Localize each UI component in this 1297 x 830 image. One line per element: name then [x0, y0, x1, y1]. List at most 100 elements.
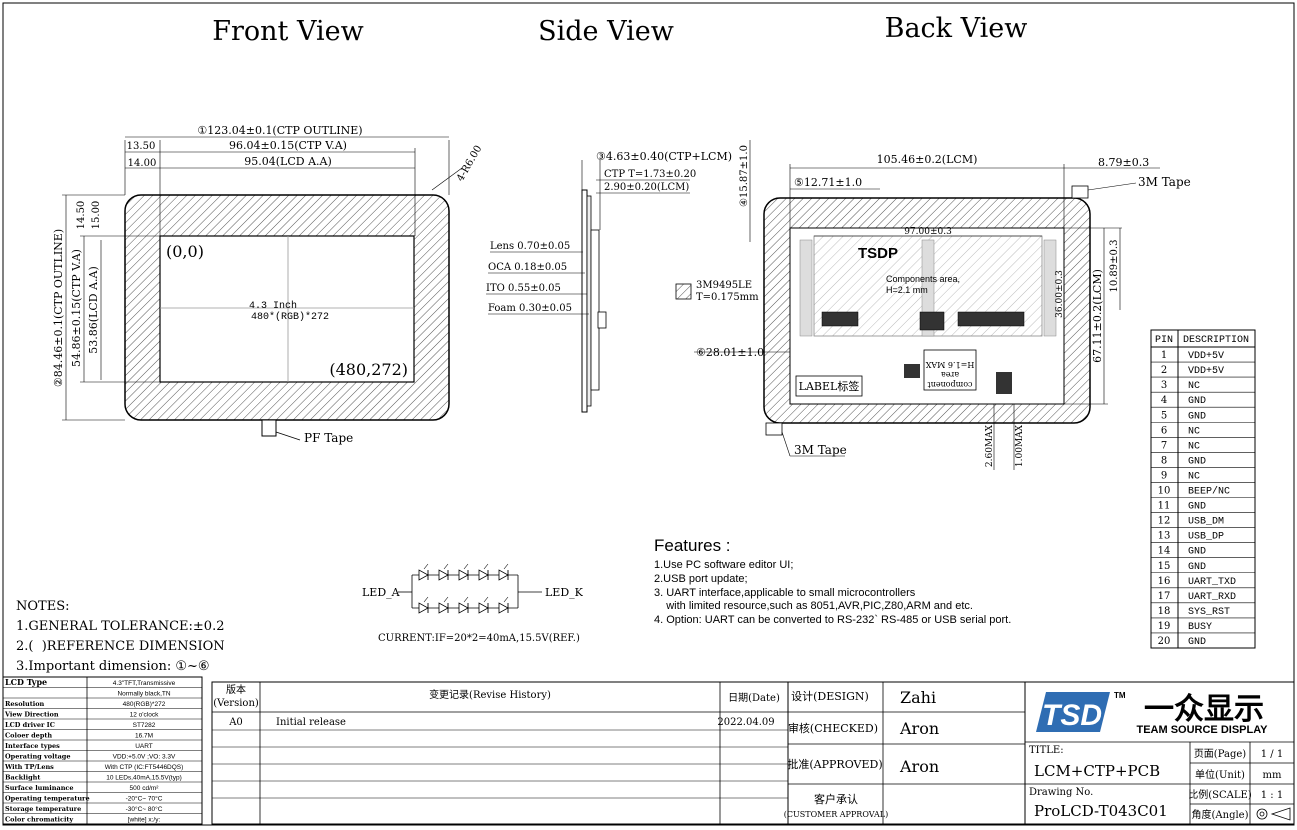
pin-description: VDD+5V	[1188, 366, 1224, 377]
pin-number: 3	[1161, 380, 1167, 391]
components-label: Components area,	[886, 274, 960, 284]
features-title: Features :	[654, 536, 731, 555]
pin-description: GND	[1188, 411, 1206, 422]
desc-header: DESCRIPTION	[1183, 335, 1249, 346]
history-header: 变更记录(Revise History)	[429, 688, 551, 701]
notes-title: NOTES:	[16, 599, 69, 614]
spec-label: Color chromaticity	[5, 816, 73, 824]
tape-bottom-label: 3M Tape	[794, 443, 847, 457]
dim-879: 8.79±0.3	[1098, 156, 1149, 169]
back-view-title: Back View	[885, 13, 1028, 44]
spec-label: Backlight	[5, 774, 40, 782]
page-label: 页面(Page)	[1194, 748, 1246, 760]
angle-label: 角度(Angle)	[1192, 808, 1249, 821]
pin-description: NC	[1188, 381, 1200, 392]
spec-value: 12 o'clock	[130, 712, 159, 719]
dim-ctp-va-w: 96.04±0.15(CTP V.A)	[229, 139, 347, 152]
dim-side-total: ③4.63±0.40(CTP+LCM)	[596, 150, 732, 163]
dim-3600: 36.00±0.3	[1055, 270, 1065, 318]
dim-1400: 14.00	[128, 158, 157, 169]
scale-value: 1 : 1	[1261, 790, 1283, 801]
led-diode-icon	[418, 596, 429, 614]
pin-number: 2	[1161, 365, 1167, 376]
features: Features : 1.Use PC software editor UI; …	[654, 536, 1011, 626]
pin-description: UART_RXD	[1188, 592, 1236, 603]
pin-number: 19	[1158, 621, 1171, 632]
spec-value: VDD:+5.0V ;VO: 3.3V	[113, 754, 176, 761]
date-header: 日期(Date)	[728, 692, 780, 704]
spec-value: 480(RGB)*272	[123, 701, 166, 708]
pin-number: 20	[1158, 636, 1171, 647]
spec-label: Surface luminance	[5, 784, 74, 792]
led-diode-icon	[418, 563, 429, 581]
signoff-block: 设计(DESIGN) Zahi 审核(CHECKED) Aron 批准(APPR…	[784, 681, 1026, 825]
approved-name: Aron	[899, 757, 939, 776]
layer-foam: Foam 0.30±0.05	[488, 303, 572, 314]
spec-value: With CTP (IC:FT5446DQS)	[105, 764, 184, 771]
size-label: 4.3 Inch	[249, 300, 297, 312]
pin-number: 6	[1161, 425, 1167, 436]
connector-3	[957, 311, 1025, 327]
spec-label: LCD driver IC	[5, 721, 55, 729]
dim-260: 2.60MAX	[985, 424, 995, 467]
side-view-title: Side View	[538, 16, 674, 47]
spec-label: Storage temperature	[5, 805, 81, 813]
pin-description: NC	[1188, 471, 1200, 482]
revision-block: 版本 (Version) 变更记录(Revise History) 日期(Dat…	[211, 681, 789, 825]
spec-label: Operating temperature	[5, 795, 90, 803]
title-block: TSD TM 一众显示 TEAM SOURCE DISPLAY TITLE: L…	[1024, 681, 1295, 825]
origin-label: (0,0)	[166, 242, 204, 261]
dim-ctp-outline-h: ②84.46±0.1(CTP OUTLINE)	[52, 229, 65, 387]
led-diode-icon	[498, 596, 509, 614]
pin-description: VDD+5V	[1188, 351, 1224, 362]
dim-6711: 67.11±0.2(LCM)	[1091, 269, 1104, 363]
version-header-en: (Version)	[213, 698, 259, 709]
pf-tape-label: PF Tape	[304, 431, 353, 445]
dim-1500: 15.00	[91, 201, 102, 230]
led-diode-icon	[458, 563, 469, 581]
rev-desc: Initial release	[276, 717, 346, 728]
company-cn: 一众显示	[1144, 693, 1264, 726]
tape-name: 3M9495LE	[696, 280, 752, 291]
led-current: CURRENT:IF=20*2=40mA,15.5V(REF.)	[378, 633, 580, 644]
led-anode-label: LED_A	[362, 586, 401, 599]
pin-number: 12	[1158, 516, 1171, 527]
dim-2801: ⑥28.01±1.0	[696, 346, 764, 359]
corner-radius: 4-R6.00	[455, 144, 484, 184]
approved-label: 批准(APPROVED)	[787, 757, 882, 771]
dim-ctp-va-h: 54.86±0.15(CTP V.A)	[70, 249, 83, 367]
logo-tm: TM	[1114, 691, 1126, 700]
connector-2	[919, 311, 945, 331]
rev-date: 2022.04.09	[717, 717, 774, 728]
feature-line-2: 2.USB port update;	[654, 573, 748, 585]
layer-oca: OCA 0.18±0.05	[488, 262, 567, 273]
pin-number: 15	[1158, 561, 1171, 572]
checked-label: 审核(CHECKED)	[788, 721, 878, 735]
led-cathode-label: LED_K	[545, 586, 584, 599]
pin-description: GND	[1188, 562, 1206, 573]
spec-value: 500 cd/m²	[130, 785, 160, 792]
label-box	[795, 375, 863, 397]
comp-small-3: component	[927, 380, 973, 389]
company-en: TEAM SOURCE DISPLAY	[1136, 724, 1268, 736]
note-1: 1.GENERAL TOLERANCE:±0.2	[16, 619, 224, 634]
dim-1350: 13.50	[127, 141, 156, 152]
dim-9700: 97.00±0.3	[904, 227, 952, 237]
spec-value: [white] x:/y:	[128, 817, 161, 824]
led-diode-icon	[458, 596, 469, 614]
pin-description: GND	[1188, 396, 1206, 407]
tape-swatch	[675, 283, 692, 300]
pin-number: 11	[1158, 501, 1171, 512]
spec-value: 16.7M	[135, 733, 153, 740]
feature-line-3: 3. UART interface,applicable to small mi…	[654, 587, 916, 599]
front-view-title: Front View	[212, 16, 363, 47]
projection-symbol-icon	[1256, 807, 1291, 821]
logo-mark	[1036, 692, 1110, 732]
unit-label: 单位(Unit)	[1195, 768, 1245, 781]
spec-value: UART	[135, 743, 153, 750]
feature-line-4: with limited resource,such as 8051,AVR,P…	[654, 600, 973, 612]
title-value: LCM+CTP+PCB	[1034, 762, 1160, 780]
pin-description: GND	[1188, 547, 1206, 558]
spec-value: -30°C~ 80°C	[126, 805, 163, 813]
